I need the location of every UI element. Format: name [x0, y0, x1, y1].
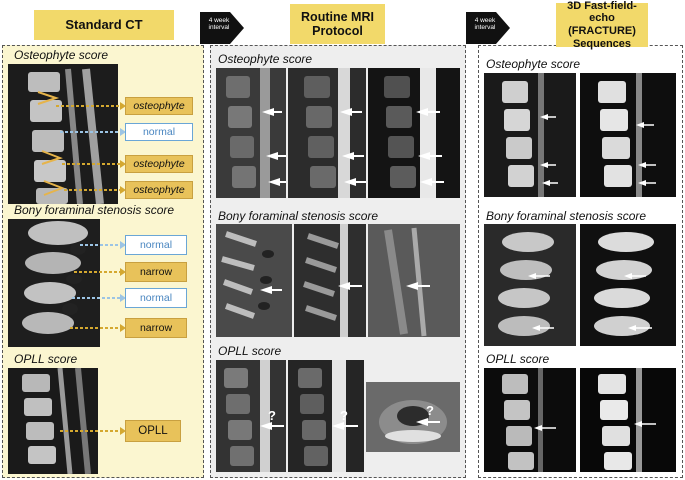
- ct-label-normal-2: normal: [125, 235, 187, 255]
- ct-label-osteophyte-2: osteophyte: [125, 155, 193, 173]
- mri-osteophyte-title: Osteophyte score: [218, 52, 313, 66]
- mri-bony-image-3: [368, 224, 460, 337]
- ct-label-normal-3: normal: [125, 288, 187, 308]
- mri-osteophyte-image-3: [368, 68, 460, 198]
- header-fracture-text: 3D Fast-field-echo (FRACTURE) Sequences: [567, 0, 637, 50]
- mri-opll-image-1: [216, 360, 286, 472]
- mri-opll-title: OPLL score: [218, 344, 282, 358]
- ct-label-normal-1: normal: [125, 123, 193, 141]
- ct-label-osteophyte-1: osteophyte: [125, 97, 193, 115]
- interval-label-2: 4 week interval: [474, 17, 496, 32]
- ffe-osteophyte-image-1: [484, 73, 576, 197]
- ct-opll-image: [8, 368, 98, 474]
- mri-opll-question-2: ?: [340, 408, 348, 423]
- mri-osteophyte-image-2: [288, 68, 366, 198]
- ct-bony-image: [8, 219, 100, 347]
- ct-label-osteophyte-3: osteophyte: [125, 181, 193, 199]
- ct-osteophyte-title: Osteophyte score: [14, 48, 109, 62]
- header-routine-mri: Routine MRI Protocol: [290, 4, 385, 44]
- mri-opll-image-2: [288, 360, 364, 472]
- header-standard-ct: Standard CT: [34, 10, 174, 40]
- mri-bony-image-2: [294, 224, 366, 337]
- ffe-osteophyte-title: Osteophyte score: [486, 57, 581, 71]
- mri-opll-question-1: ?: [268, 408, 276, 423]
- ct-label-opll: OPLL: [125, 420, 181, 442]
- ffe-opll-title: OPLL score: [486, 352, 550, 366]
- ffe-opll-image-2: [580, 368, 676, 472]
- ffe-bony-image-2: [580, 224, 676, 346]
- ct-opll-title: OPLL score: [14, 352, 78, 366]
- ffe-bony-image-1: [484, 224, 576, 346]
- mri-bony-title: Bony foraminal stenosis score: [218, 209, 379, 223]
- interval-label-1: 4 week interval: [208, 17, 230, 32]
- header-routine-mri-text: Routine MRI Protocol: [301, 9, 374, 38]
- ffe-opll-image-1: [484, 368, 576, 472]
- ffe-bony-title: Bony foraminal stenosis score: [486, 209, 647, 223]
- mri-bony-image-1: [216, 224, 292, 337]
- ct-bony-title: Bony foraminal stenosis score: [14, 203, 175, 217]
- ct-osteophyte-image: [8, 64, 118, 204]
- header-standard-ct-text: Standard CT: [65, 16, 143, 32]
- ct-label-narrow-2: narrow: [125, 318, 187, 338]
- mri-opll-question-3: ?: [426, 403, 434, 418]
- ct-label-narrow-1: narrow: [125, 262, 187, 282]
- interval-arrow-2: [466, 12, 510, 44]
- mri-opll-image-3: [366, 382, 460, 452]
- ffe-osteophyte-image-2: [580, 73, 676, 197]
- interval-arrow-1: [200, 12, 244, 44]
- mri-osteophyte-image-1: [216, 68, 286, 198]
- header-fracture: 3D Fast-field-echo (FRACTURE) Sequences: [556, 0, 648, 50]
